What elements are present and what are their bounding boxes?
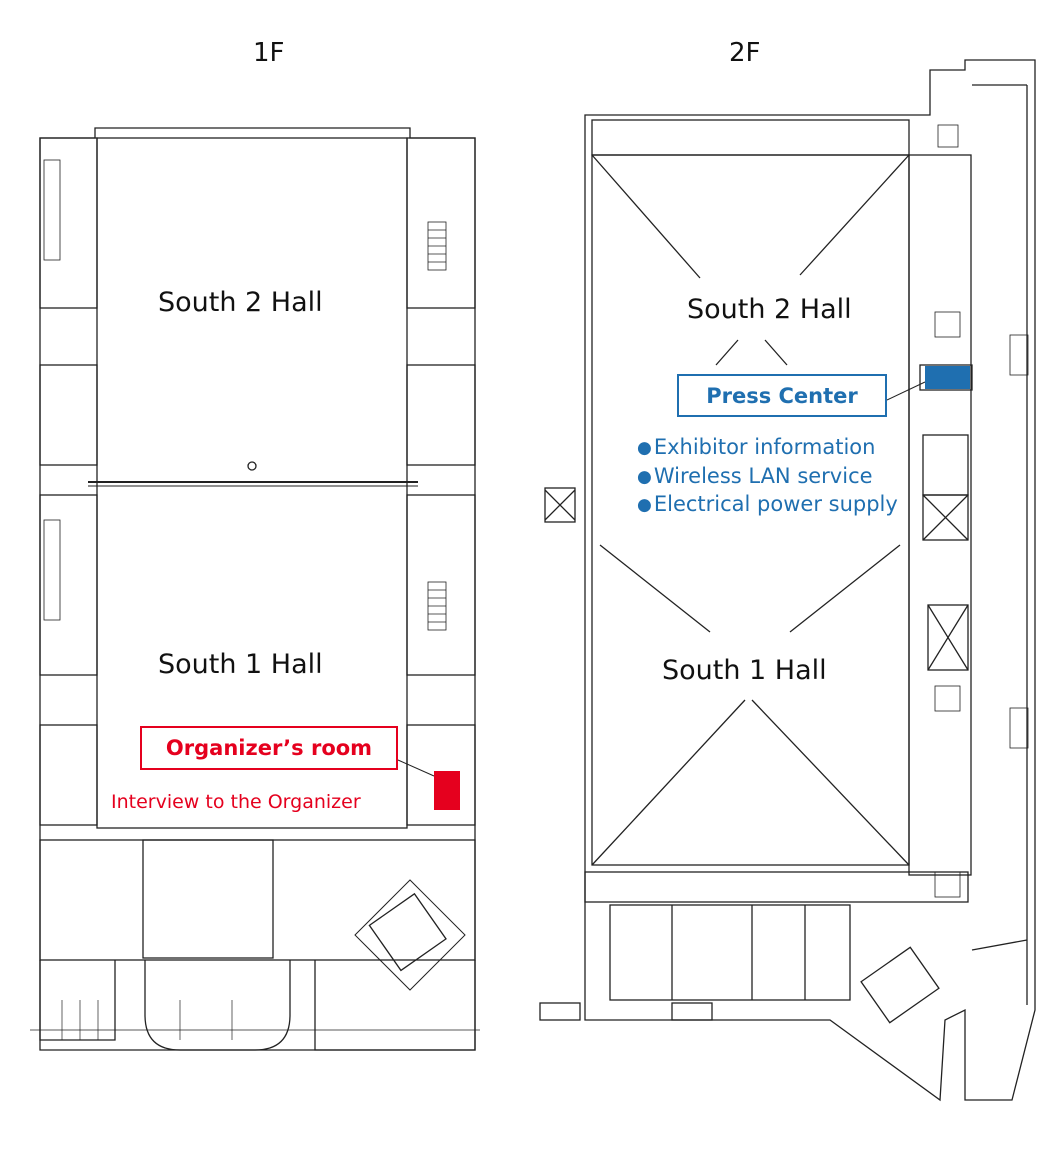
press-services-list: ●Exhibitor information ●Wireless LAN ser… — [637, 434, 907, 520]
press-center-callout: Press Center — [677, 374, 887, 417]
organizer-room-callout: Organizer’s room — [140, 726, 398, 770]
organizer-room-note: Interview to the Organizer — [111, 791, 361, 813]
organizer-room-marker — [434, 771, 460, 810]
bullet-icon: ● — [637, 495, 652, 515]
floor-title-2f: 2F — [729, 38, 761, 68]
floor-title-1f: 1F — [253, 38, 285, 68]
plan-2f — [539, 59, 1036, 1102]
plan-1f — [30, 127, 480, 1051]
hall-label-2f-south-2: South 2 Hall — [687, 294, 852, 325]
bullet-icon: ● — [637, 466, 652, 487]
hall-label-1f-south-2: South 2 Hall — [158, 287, 323, 318]
press-service-item: ●Wireless LAN service — [637, 463, 873, 488]
hall-label-2f-south-1: South 1 Hall — [662, 655, 827, 686]
bullet-icon: ● — [637, 438, 652, 458]
press-service-item: ●Exhibitor information — [637, 435, 876, 459]
press-center-marker — [925, 366, 970, 389]
press-service-item: ●Electrical power supply — [637, 492, 898, 516]
hall-label-1f-south-1: South 1 Hall — [158, 649, 323, 680]
